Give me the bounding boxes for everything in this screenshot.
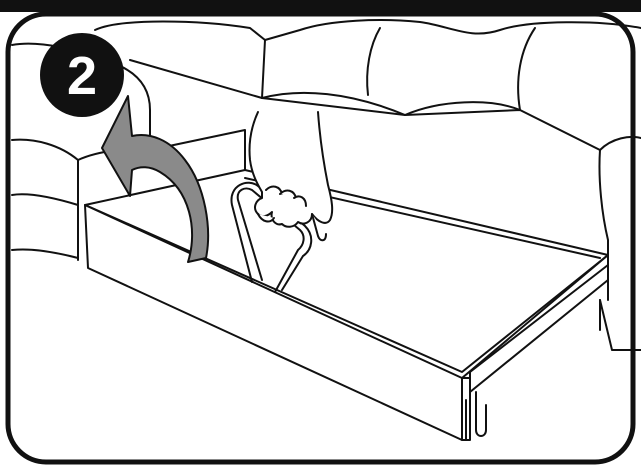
top-border-band — [0, 0, 641, 12]
step-number-badge: 2 — [40, 33, 124, 117]
hand-gripping-handle-icon — [249, 112, 332, 240]
pull-out-frame — [85, 170, 608, 440]
sofa-seat-edge — [130, 60, 600, 150]
sofa-back-cushions — [95, 20, 641, 40]
step-number: 2 — [67, 46, 97, 106]
